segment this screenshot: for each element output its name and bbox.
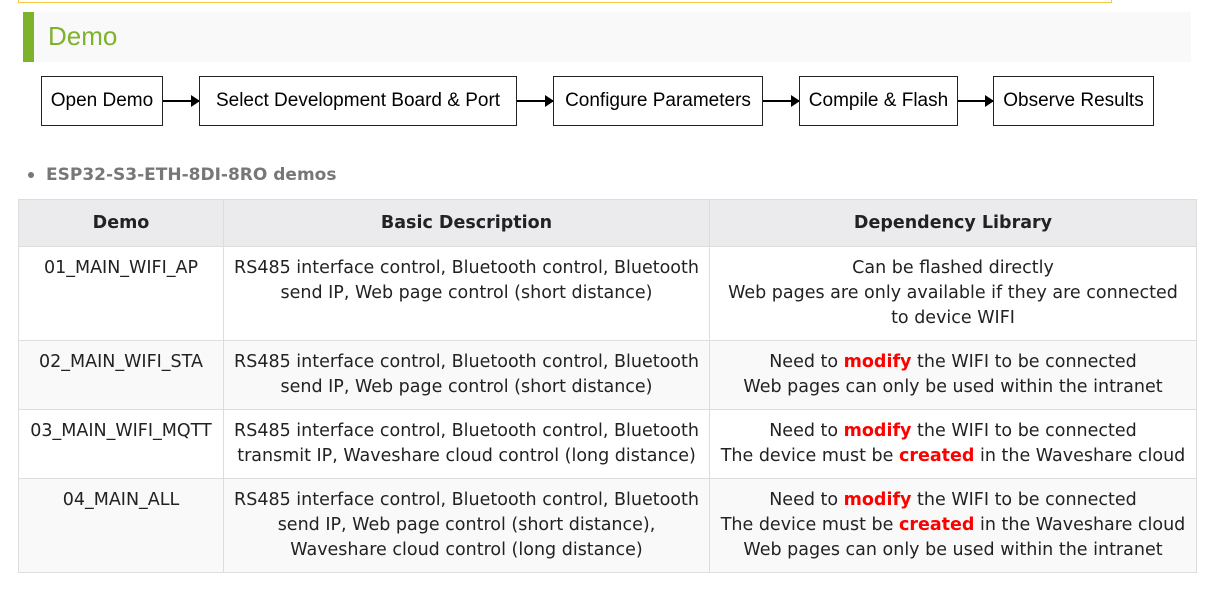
list-heading: ESP32-S3-ETH-8DI-8RO demos [46, 165, 337, 185]
dependency-text: Can be flashed directly [852, 258, 1054, 278]
arrow-icon [517, 95, 554, 107]
dependency-line: Need to modify the WIFI to be connected [718, 350, 1188, 375]
dependency-text: the WIFI to be connected [911, 352, 1137, 372]
header-description: Basic Description [223, 199, 710, 247]
arrow-icon [763, 95, 800, 107]
dependency-line: Web pages can only be used within the in… [718, 375, 1188, 400]
flow-step-observe: Observe Results [993, 76, 1154, 126]
dependency-line: Need to modify the WIFI to be connected [718, 488, 1188, 513]
demo-name: 04_MAIN_ALL [18, 478, 224, 573]
section-heading: Demo [23, 12, 1191, 62]
demo-table: Demo Basic Description Dependency Librar… [18, 199, 1197, 573]
dependency-text: Web pages can only be used within the in… [743, 540, 1163, 560]
emphasis-text: modify [843, 421, 912, 441]
dependency-text: in the Waveshare cloud [974, 446, 1186, 466]
dependency-line: Can be flashed directly [718, 256, 1188, 281]
section-title: Demo [48, 21, 118, 51]
arrow-icon [958, 95, 994, 107]
dependency-text: the WIFI to be connected [911, 490, 1137, 510]
header-demo: Demo [18, 199, 224, 247]
arrow-icon [163, 95, 200, 107]
table-header-row: Demo Basic Description Dependency Librar… [18, 199, 1197, 247]
dependency-text: in the Waveshare cloud [974, 515, 1186, 535]
dependency-line: The device must be created in the Wavesh… [718, 513, 1188, 538]
emphasis-text: created [898, 515, 975, 535]
dependency-line: The device must be created in the Wavesh… [718, 444, 1188, 469]
flow-step-configure: Configure Parameters [553, 76, 763, 126]
dependency-line: Web pages can only be used within the in… [718, 538, 1188, 563]
demo-description: RS485 interface control, Bluetooth contr… [223, 246, 710, 341]
dependency-text: Web pages can only be used within the in… [743, 377, 1163, 397]
bullet-icon [28, 172, 34, 178]
emphasis-text: created [898, 446, 975, 466]
header-dependency: Dependency Library [709, 199, 1197, 247]
note-box-edge [18, 0, 1112, 3]
flow-step-open-demo: Open Demo [41, 76, 163, 126]
emphasis-text: modify [843, 490, 912, 510]
demo-name: 01_MAIN_WIFI_AP [18, 246, 224, 341]
dependency-line: Web pages are only available if they are… [718, 281, 1188, 331]
dependency-text: Need to [769, 421, 844, 441]
dependency-text: The device must be [720, 446, 899, 466]
demo-name: 02_MAIN_WIFI_STA [18, 340, 224, 410]
flow-step-select-board: Select Development Board & Port [199, 76, 517, 126]
dependency-text: Need to [769, 490, 844, 510]
demo-description: RS485 interface control, Bluetooth contr… [223, 478, 710, 573]
dependency-line: Need to modify the WIFI to be connected [718, 419, 1188, 444]
demo-description: RS485 interface control, Bluetooth contr… [223, 409, 710, 479]
dependency-text: Web pages are only available if they are… [728, 283, 1178, 328]
list-item: ESP32-S3-ETH-8DI-8RO demos [28, 165, 336, 185]
dependency-text: the WIFI to be connected [911, 421, 1137, 441]
flow-step-compile: Compile & Flash [799, 76, 958, 126]
demo-description: RS485 interface control, Bluetooth contr… [223, 340, 710, 410]
emphasis-text: modify [843, 352, 912, 372]
dependency-text: The device must be [720, 515, 899, 535]
demo-name: 03_MAIN_WIFI_MQTT [18, 409, 224, 479]
dependency-text: Need to [769, 352, 844, 372]
